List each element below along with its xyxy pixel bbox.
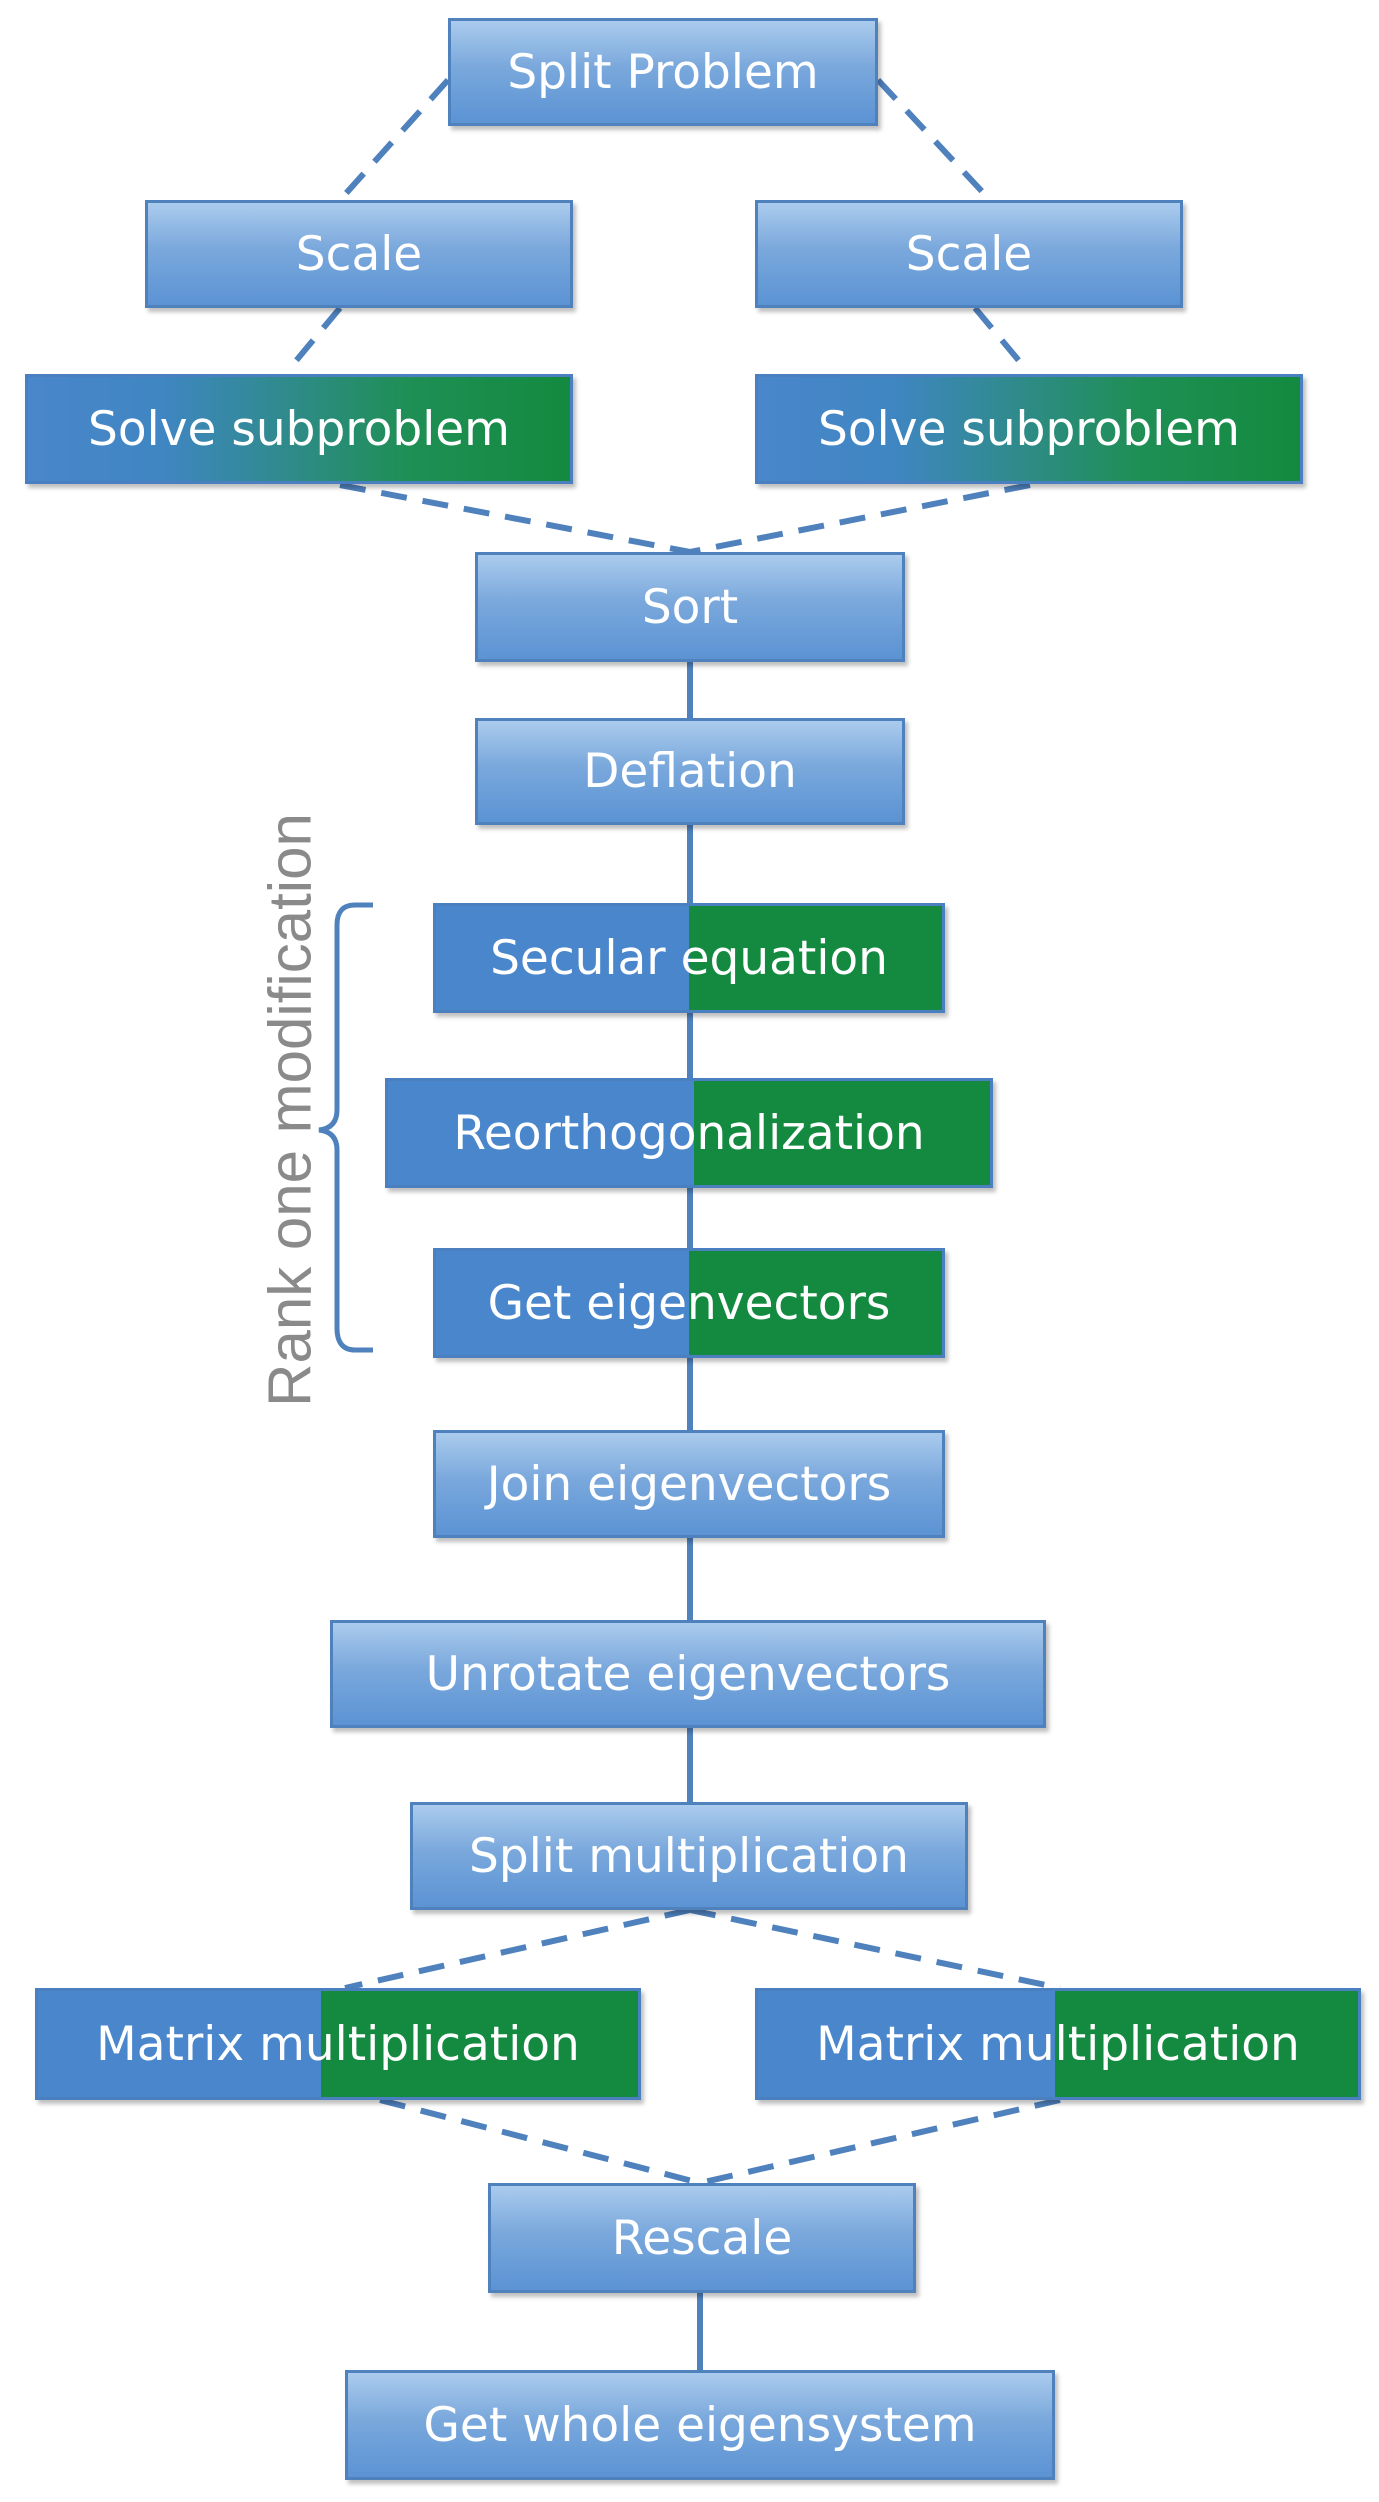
- dashed-connector: [689, 1907, 1061, 1991]
- dashed-connector: [699, 2097, 1061, 2186]
- node-scale-left: Scale: [145, 200, 573, 308]
- node-label: Sort: [641, 579, 739, 635]
- node-label: Matrix multiplication: [816, 2016, 1300, 2072]
- node-get-eigenvectors: Get eigenvectors: [433, 1248, 945, 1358]
- node-label: Deflation: [583, 744, 797, 799]
- node-matrix-multiplication-right: Matrix multiplication: [755, 1988, 1361, 2100]
- node-scale-right: Scale: [755, 200, 1183, 308]
- node-label: Scale: [295, 226, 423, 282]
- node-label: Unrotate eigenvectors: [425, 1646, 951, 1702]
- node-label: Secular equation: [490, 930, 888, 986]
- node-label: Solve subproblem: [818, 401, 1240, 457]
- node-reorthogonalization: Reorthogonalization: [385, 1078, 993, 1188]
- node-secular-equation: Secular equation: [433, 903, 945, 1013]
- dashed-connector: [337, 77, 451, 203]
- node-solve-subproblem-left: Solve subproblem: [25, 374, 573, 484]
- dashed-connector: [972, 306, 1028, 370]
- node-label: Split Problem: [507, 44, 819, 100]
- node-label: Rescale: [611, 2210, 793, 2266]
- node-split-multiplication: Split multiplication: [410, 1802, 968, 1910]
- node-get-whole-eigensystem: Get whole eigensystem: [345, 2370, 1055, 2480]
- dashed-connector: [344, 1907, 691, 1991]
- node-label: Reorthogonalization: [453, 1105, 925, 1161]
- node-sort: Sort: [475, 552, 905, 662]
- dashed-connector: [689, 482, 1031, 555]
- node-split-problem: Split Problem: [448, 18, 878, 126]
- node-join-eigenvectors: Join eigenvectors: [433, 1430, 945, 1538]
- dashed-connector: [339, 482, 691, 555]
- dashed-connector: [287, 306, 343, 370]
- node-rescale: Rescale: [488, 2183, 916, 2293]
- node-unrotate-eigenvectors: Unrotate eigenvectors: [330, 1620, 1046, 1728]
- node-label: Solve subproblem: [88, 401, 510, 457]
- dashed-connector: [875, 77, 993, 203]
- node-deflation: Deflation: [475, 718, 905, 825]
- node-label: Get whole eigensystem: [423, 2397, 977, 2453]
- node-label: Split multiplication: [469, 1828, 909, 1884]
- dashed-connector: [379, 2097, 701, 2186]
- node-label: Join eigenvectors: [486, 1456, 892, 1512]
- node-label: Get eigenvectors: [487, 1275, 891, 1331]
- rank-one-modification-label: Rank one modification: [256, 813, 324, 1407]
- bracket: [318, 902, 373, 1353]
- node-matrix-multiplication-left: Matrix multiplication: [35, 1988, 641, 2100]
- node-solve-subproblem-right: Solve subproblem: [755, 374, 1303, 484]
- node-label: Scale: [905, 226, 1033, 282]
- node-label: Matrix multiplication: [96, 2016, 580, 2072]
